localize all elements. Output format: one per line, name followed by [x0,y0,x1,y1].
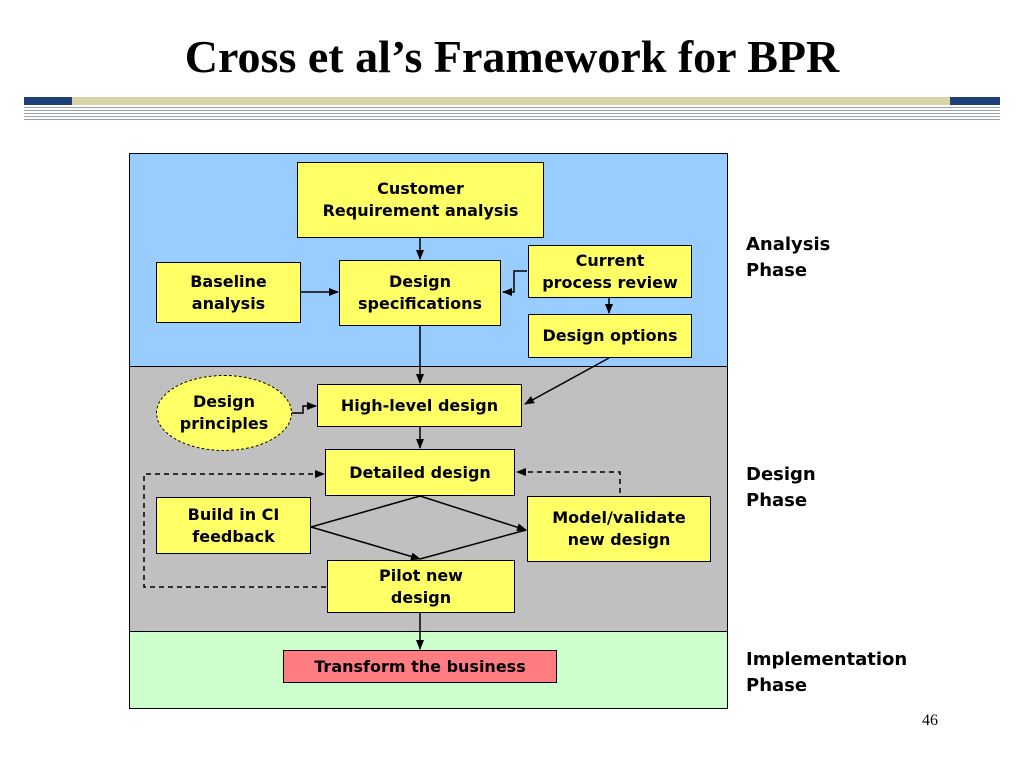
design-specifications-box: Design specifications [339,260,501,326]
page-number: 46 [922,712,938,729]
current-process-review-box: Current process review [528,245,692,298]
transform-the-business-box: Transform the business [283,650,557,683]
design-principles-ellipse: Design principles [156,375,292,451]
customer-requirement-analysis-box: Customer Requirement analysis [297,162,544,238]
design-options-box: Design options [528,314,692,358]
title-rule-band [24,97,1000,105]
detailed-design-box: Detailed design [325,449,515,496]
slide-title: Cross et al’s Framework for BPR [184,31,840,82]
implementation-phase-label: Implementation Phase [746,649,908,696]
baseline-analysis-box: Baseline analysis [156,262,301,323]
design-phase-label: Design Phase [746,464,816,511]
pilot-new-design-box: Pilot new design [327,560,515,613]
model-validate-new-design-box: Model/validate new design [527,496,711,562]
high-level-design-box: High-level design [317,384,522,427]
build-in-ci-feedback-box: Build in CI feedback [156,497,311,554]
title-rule-stripes [24,107,1000,121]
diagram-frame [129,153,728,709]
analysis-phase-label: Analysis Phase [746,234,831,281]
